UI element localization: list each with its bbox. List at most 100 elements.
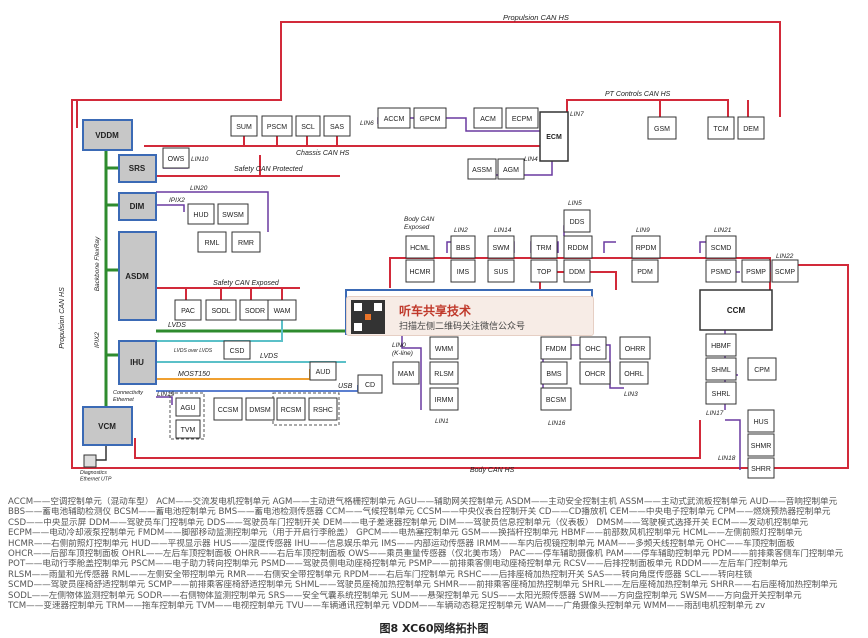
mam-box[interactable] <box>392 361 420 385</box>
rmr-box[interactable] <box>231 231 261 253</box>
swm-box[interactable] <box>487 235 515 259</box>
hcmr-box[interactable] <box>405 259 435 283</box>
shrr-box[interactable] <box>747 457 775 479</box>
fmdm-box[interactable] <box>540 336 572 360</box>
fmdm-label: FMDM <box>546 346 567 353</box>
watermark-title: 听车共享技术 <box>399 304 472 318</box>
lin7-label: LIN7 <box>570 111 584 118</box>
asdm-box[interactable] <box>118 231 157 321</box>
sas-box[interactable] <box>323 115 351 137</box>
swsm-box[interactable] <box>217 203 249 225</box>
vcm-box[interactable] <box>82 406 133 446</box>
rddm-box[interactable] <box>563 235 593 259</box>
dmsm-box[interactable] <box>245 397 275 421</box>
ims-box[interactable] <box>450 259 476 283</box>
sus-box[interactable] <box>487 259 515 283</box>
ohcr-box[interactable] <box>579 361 611 385</box>
dem-box[interactable] <box>737 116 765 140</box>
ccm-box[interactable] <box>699 289 773 331</box>
sodr-label: SODR <box>245 308 265 315</box>
trm-box[interactable] <box>530 235 558 259</box>
pac-box[interactable] <box>174 299 202 321</box>
psmp-label: PSMP <box>746 269 766 276</box>
dds-box[interactable] <box>563 209 591 233</box>
rshc-box[interactable] <box>308 397 338 421</box>
psmd-label: PSMD <box>711 269 731 276</box>
rpdm-box[interactable] <box>631 235 661 259</box>
ccsm-box[interactable] <box>213 397 243 421</box>
lin2-label: LIN2 <box>454 227 468 234</box>
ipix2-vertical-label: IPIX2 <box>94 332 101 348</box>
assm-box[interactable] <box>467 158 497 180</box>
top-box[interactable] <box>530 259 558 283</box>
tvm-box[interactable] <box>175 419 201 439</box>
psmd-box[interactable] <box>705 259 737 283</box>
ohrl-box[interactable] <box>619 361 649 385</box>
srs-box[interactable] <box>118 154 157 183</box>
abbreviation-legend: ACCM——空调控制单元（混动车型） ACM——交流发电机控制单元 AGM——主… <box>8 497 864 611</box>
pscm-box[interactable] <box>261 115 293 137</box>
hud-box[interactable] <box>187 203 215 225</box>
hud-label: HUD <box>193 212 208 219</box>
sodl-label: SODL <box>211 308 230 315</box>
ecpm-box[interactable] <box>505 107 539 129</box>
scmd-box[interactable] <box>705 235 737 259</box>
hcml-box[interactable] <box>405 235 435 259</box>
cd-label: CD <box>365 382 375 389</box>
bms-box[interactable] <box>540 361 568 385</box>
pscm-label: PSCM <box>267 124 287 131</box>
ihu-label: IHU <box>130 358 144 367</box>
lin3-label: LIN3 <box>624 391 638 398</box>
scl-box[interactable] <box>295 115 321 137</box>
sodl-box[interactable] <box>205 299 237 321</box>
pdm-box[interactable] <box>631 259 659 283</box>
legend-line: RLSM——雨量和光传感器 RML——左侧安全带控制单元 RMR——右侧安全带控… <box>8 569 753 580</box>
gpcm-box[interactable] <box>413 107 447 129</box>
rpdm-label: RPDM <box>636 245 657 252</box>
hbmf-box[interactable] <box>705 333 737 357</box>
ohc-box[interactable] <box>579 336 607 360</box>
hus-box[interactable] <box>747 409 775 433</box>
wmm-box[interactable] <box>429 336 459 360</box>
shmr-box[interactable] <box>747 433 775 457</box>
dim-box[interactable] <box>118 192 157 221</box>
scmp-box[interactable] <box>771 259 799 283</box>
agu-box[interactable] <box>175 397 201 417</box>
psmp-box[interactable] <box>741 259 771 283</box>
ddm-box[interactable] <box>563 259 591 283</box>
bbs-box[interactable] <box>450 235 476 259</box>
rcsm-box[interactable] <box>276 397 306 421</box>
propulsion-can-label: Propulsion CAN HS <box>503 13 569 22</box>
agu-label: AGU <box>180 405 195 412</box>
diagnostics-port <box>83 454 97 468</box>
rml-box[interactable] <box>197 231 227 253</box>
connectivity-group <box>169 392 205 440</box>
acm-box[interactable] <box>473 107 503 129</box>
accm-box[interactable] <box>377 107 411 129</box>
ohrr-box[interactable] <box>619 336 651 360</box>
rlsm-label: RLSM <box>434 371 454 378</box>
ecm-box[interactable] <box>539 111 569 162</box>
gsm-box[interactable] <box>647 116 677 140</box>
csd-box[interactable] <box>223 340 251 360</box>
ihu-box[interactable] <box>118 340 157 385</box>
rlsm-box[interactable] <box>429 361 459 385</box>
sum-box[interactable] <box>230 115 258 137</box>
lvds-over-lvds-label: LVDS over LVDS <box>174 348 213 354</box>
shml-box[interactable] <box>705 357 737 381</box>
ows-box[interactable] <box>162 147 190 169</box>
cd-box[interactable] <box>357 374 383 394</box>
irmm-box[interactable] <box>429 387 459 411</box>
shrl-box[interactable] <box>705 381 737 405</box>
cpm-box[interactable] <box>747 357 777 381</box>
bcsm-box[interactable] <box>540 387 572 411</box>
ecpm-label: ECPM <box>512 116 532 123</box>
vddm-box[interactable] <box>82 119 133 151</box>
lin4-label: LIN4 <box>524 156 538 163</box>
agm-box[interactable] <box>497 158 525 180</box>
wam-box[interactable] <box>267 299 297 321</box>
qr-code-icon <box>351 300 385 334</box>
hcmr-label: HCMR <box>410 269 431 276</box>
aud-box[interactable] <box>309 361 337 381</box>
tcm-box[interactable] <box>707 116 735 140</box>
